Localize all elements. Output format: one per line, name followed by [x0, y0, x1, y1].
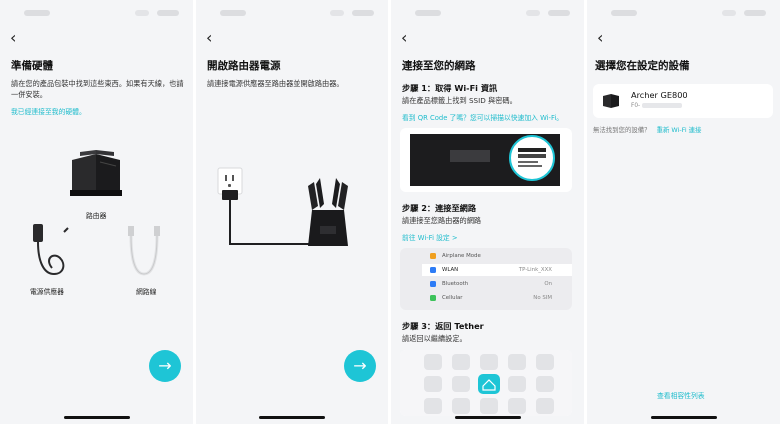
power-connection-illustration	[217, 167, 348, 246]
back-chevron-icon[interactable]: ‹	[597, 28, 604, 47]
settings-row-cellular: Cellular No SIM	[422, 292, 572, 304]
status-bar	[220, 10, 374, 18]
already-connected-link[interactable]: 我已經連接至我的硬體。	[11, 108, 86, 116]
step1-title: 步驟 1：取得 Wi-Fi 資訊	[402, 83, 498, 93]
next-button[interactable]: →	[344, 350, 376, 382]
status-bar	[415, 10, 570, 18]
device-name: Archer GE800	[631, 90, 688, 100]
app-grid-illustration	[400, 350, 572, 416]
device-list-item[interactable]: Archer GE800 F0-	[593, 84, 773, 118]
not-found-row: 無法找到您的設備？ 重新 Wi-Fi 連接	[593, 125, 701, 134]
arrow-right-icon: →	[158, 356, 172, 375]
product-label-illustration	[410, 134, 560, 186]
device-mac: F0-	[631, 103, 683, 109]
power-adapter-icon	[33, 224, 69, 276]
wifi-settings-link[interactable]: 前往 Wi-Fi 設定 >	[402, 234, 458, 242]
screen-connect-network: ‹ 連接至您的網路 步驟 1：取得 Wi-Fi 資訊 請在產品標籤上找到 SSI…	[391, 0, 584, 424]
page-description: 請連接電源供應器至路由器並開啟路由器。	[207, 79, 344, 88]
router-icon	[70, 150, 122, 196]
page-description: 請在您的產品包裝中找到這些東西。如果有天線，也請一併安裝。	[11, 79, 184, 99]
power-adapter-label: 電源供應器	[30, 288, 64, 296]
screen-prepare-hardware: ‹ 準備硬體 請在您的產品包裝中找到這些東西。如果有天線，也請一併安裝。 我已經…	[0, 0, 193, 424]
airplane-icon	[430, 253, 436, 259]
step2-title: 步驟 2：連接至網路	[402, 203, 477, 213]
ethernet-cable-label: 網路線	[136, 288, 157, 296]
home-screen-illustration	[400, 350, 572, 416]
page-title: 準備硬體	[11, 60, 53, 72]
qr-code-link[interactable]: 看到 QR Code 了嗎？您可以掃描以快速加入 Wi-Fi。	[402, 114, 564, 122]
ethernet-cable-icon	[128, 226, 160, 276]
wifi-settings-card: Airplane Mode WLAN TP-Link_XXX Bluetooth…	[400, 248, 572, 310]
step2-description: 請連接至您路由器的網路	[402, 216, 482, 225]
home-indicator	[259, 416, 325, 419]
screen-select-device: ‹ 選擇您在設定的設備 Archer GE800 F0- 無法找到您的設備？ 重…	[587, 0, 780, 424]
rescan-wifi-link[interactable]: 重新 Wi-Fi 連接	[656, 126, 702, 134]
settings-row-bluetooth: Bluetooth On	[422, 278, 572, 290]
settings-row-wlan: WLAN TP-Link_XXX	[422, 264, 572, 276]
step3-title: 步驟 3：返回 Tether	[402, 321, 484, 331]
status-bar	[611, 10, 766, 18]
home-indicator	[650, 416, 717, 419]
back-chevron-icon[interactable]: ‹	[10, 28, 17, 47]
home-indicator	[454, 416, 521, 419]
screen-power-on-router: ‹ 開啟路由器電源 請連接電源供應器至路由器並開啟路由器。 →	[196, 0, 388, 424]
router-icon	[603, 94, 619, 108]
bluetooth-icon	[430, 281, 436, 287]
status-bar	[24, 10, 179, 18]
page-title: 開啟路由器電源	[207, 60, 281, 72]
label-illustration-card	[400, 128, 572, 192]
cellular-icon	[430, 295, 436, 301]
not-found-text: 無法找到您的設備？	[593, 126, 651, 134]
step3-description: 請返回以繼續設定。	[402, 334, 467, 343]
compatibility-list-link[interactable]: 查看相容性列表	[657, 392, 705, 400]
wifi-icon	[430, 267, 436, 273]
router-label: 路由器	[86, 212, 107, 220]
back-chevron-icon[interactable]: ‹	[206, 28, 213, 47]
settings-row-airplane: Airplane Mode	[422, 250, 572, 262]
page-title: 選擇您在設定的設備	[595, 60, 690, 72]
back-chevron-icon[interactable]: ‹	[401, 28, 408, 47]
step1-description: 請在產品標籤上找到 SSID 與密碼。	[402, 96, 517, 105]
arrow-right-icon: →	[353, 356, 367, 375]
page-title: 連接至您的網路	[402, 60, 476, 72]
next-button[interactable]: →	[149, 350, 181, 382]
home-indicator	[63, 416, 130, 419]
